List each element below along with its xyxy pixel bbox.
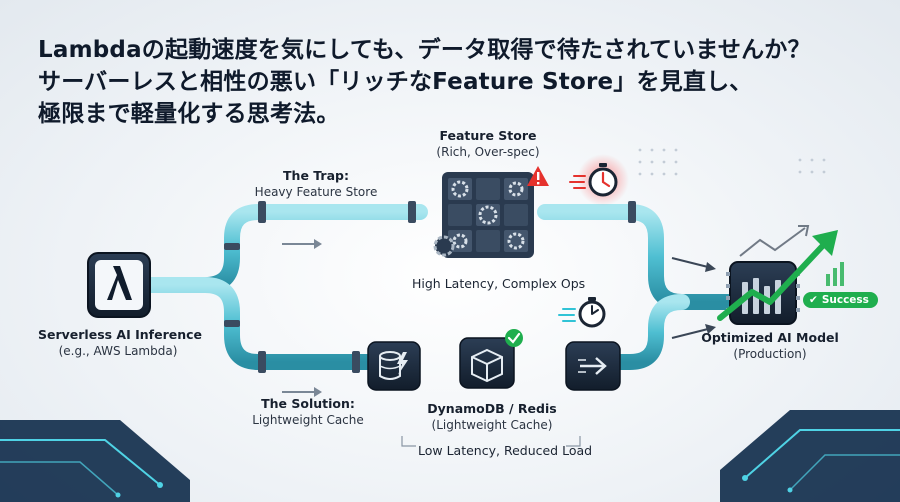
circuit-decoration-left (0, 420, 190, 502)
feature-store-title: Feature Store (439, 128, 537, 143)
cache-label: DynamoDB / Redis (Lightweight Cache) (418, 401, 566, 433)
lambda-node (87, 252, 151, 318)
cache-title: DynamoDB / Redis (427, 401, 557, 416)
feature-store-label: Feature Store (Rich, Over-spec) (418, 128, 558, 160)
trap-title: The Trap: (283, 168, 349, 183)
feature-store-subtitle: (Rich, Over-spec) (436, 145, 540, 159)
headline-line-2: サーバーレスと相性の悪い「リッチなFeature Store」を見直し、 (38, 69, 753, 95)
solution-label: The Solution: Lightweight Cache (248, 396, 368, 428)
gear-cubes-icon (433, 172, 534, 258)
success-badge: ✔Success (803, 292, 878, 308)
cache-subtitle: (Lightweight Cache) (431, 418, 553, 432)
success-badge-label: Success (821, 294, 869, 306)
feature-store-node (433, 166, 549, 258)
fast-forward-icon (578, 357, 607, 375)
circuit-decoration-right (720, 410, 900, 502)
model-subtitle: (Production) (733, 347, 807, 361)
mini-bar-chart (826, 262, 844, 286)
trap-subtitle: Heavy Feature Store (254, 185, 378, 199)
lambda-subtitle: (e.g., AWS Lambda) (58, 344, 178, 358)
model-title: Optimized AI Model (701, 330, 839, 345)
database-bolt-icon (379, 351, 408, 380)
cache-node (459, 329, 523, 389)
fast-stopwatch-icon (558, 297, 606, 328)
flow-arrow-to-model-bottom (671, 324, 716, 339)
headline-line-1: Lambdaの起動速度を気にしても、データ取得で待たされていませんか？ (38, 37, 811, 63)
headline: Lambdaの起動速度を気にしても、データ取得で待たされていませんか？ サーバー… (38, 34, 811, 130)
database-node (367, 341, 421, 391)
forward-node (565, 341, 621, 391)
solution-subtitle: Lightweight Cache (252, 413, 364, 427)
success-check-icon: ✔ (809, 294, 818, 306)
box-icon (471, 348, 503, 383)
solution-title: The Solution: (261, 396, 355, 411)
lambda-label: Serverless AI Inference (e.g., AWS Lambd… (38, 327, 203, 359)
lambda-icon (107, 266, 132, 300)
trap-label: The Trap: Heavy Feature Store (250, 168, 382, 200)
pipe-couplings (224, 201, 636, 373)
dot-grid-decoration (638, 148, 826, 176)
solution-bracket (401, 436, 581, 447)
flow-arrow-to-model-top (671, 257, 716, 272)
model-label: Optimized AI Model (Production) (700, 330, 840, 362)
flow-arrow-solution (282, 387, 322, 397)
warning-icon (527, 166, 549, 186)
headline-line-3: 極限まで軽量化する思考法。 (38, 101, 340, 127)
slow-stopwatch-icon (569, 154, 629, 206)
model-node (717, 225, 844, 325)
check-icon (505, 329, 523, 347)
lambda-title: Serverless AI Inference (38, 327, 203, 342)
solution-note: Low Latency, Reduced Load (418, 443, 593, 458)
growth-arrow-icon (717, 225, 838, 321)
trap-note: High Latency, Complex Ops (412, 276, 586, 291)
flow-arrow-trap (282, 239, 322, 249)
